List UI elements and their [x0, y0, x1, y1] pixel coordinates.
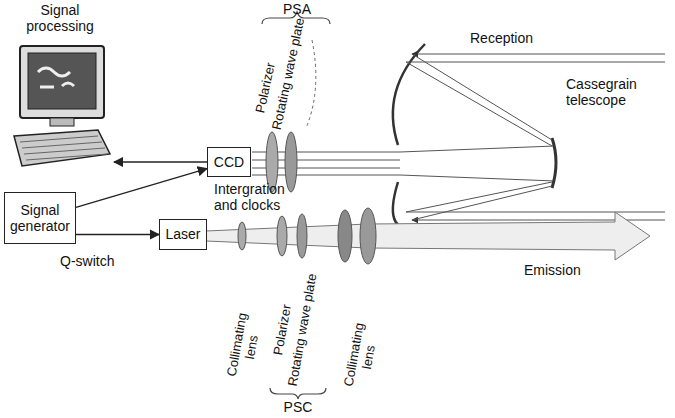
annotation-label: Reception	[470, 30, 533, 46]
annotation-label: Intergration and clocks	[214, 181, 306, 213]
box-label: CCD	[214, 154, 244, 170]
annotation-label: Q-switch	[60, 253, 114, 269]
computer-node: Signal processing	[6, 2, 114, 180]
process-box: Signal generator	[4, 192, 76, 244]
component-label: Collimating lens	[224, 305, 267, 387]
signal-arrow	[76, 169, 207, 208]
annotation-label: PSC	[284, 399, 313, 415]
box-label: Signal generator	[9, 202, 71, 234]
component-label: Collimating lens	[341, 315, 384, 397]
signal-arrow	[114, 161, 207, 162]
component-label: Rotating wave plate	[286, 272, 321, 387]
annotation-label: Emission	[524, 262, 581, 278]
annotation-label: PSA	[283, 1, 311, 17]
annotation-label: Cassegrain telescope	[566, 76, 666, 108]
node-heading: Signal processing	[18, 2, 102, 34]
box-label: Laser	[165, 226, 200, 242]
process-box: Laser	[159, 219, 207, 250]
process-box: CCD	[207, 147, 251, 177]
signal-arrow	[76, 234, 159, 235]
